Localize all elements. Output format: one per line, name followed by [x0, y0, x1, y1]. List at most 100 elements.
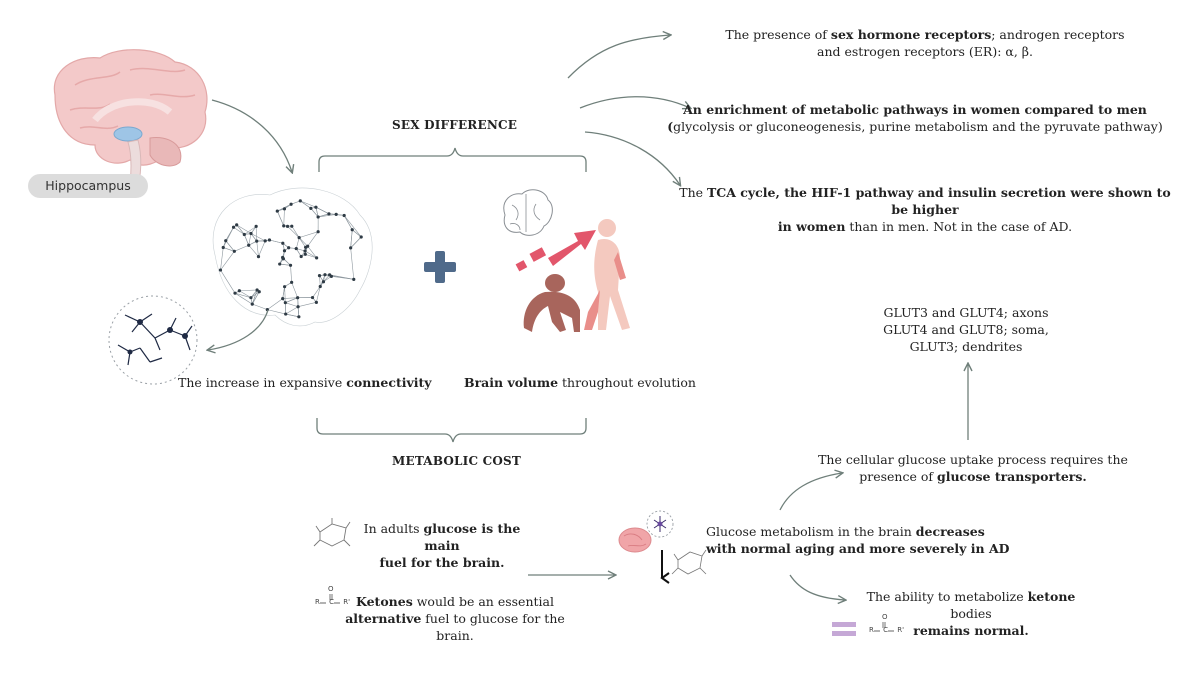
network-edge	[267, 298, 283, 310]
arrow-network-to-neurons	[208, 309, 269, 350]
network-node	[237, 289, 241, 293]
arrow-to-enrichment	[579, 96, 690, 108]
network-edge	[236, 224, 245, 235]
ketone-ability-line2: remains normal.	[913, 623, 1029, 638]
network-node	[303, 249, 307, 253]
network-edge	[248, 245, 259, 257]
hippocampus-label: Hippocampus	[28, 174, 148, 198]
network-edge	[269, 239, 283, 244]
network-node	[315, 256, 319, 260]
ketone-o-right: O	[882, 613, 888, 621]
ketone-ability-bold: ketone	[1027, 589, 1076, 604]
arrow-to-uptake	[779, 473, 842, 511]
network-edge	[223, 247, 235, 252]
uptake-line1: The cellular glucose uptake process requ…	[818, 452, 1128, 467]
network-edge	[304, 250, 317, 259]
network-node	[287, 246, 291, 250]
tca-bold2: in women	[777, 219, 846, 234]
tca-text: The TCA cycle, the HIF-1 pathway and ins…	[670, 184, 1180, 235]
network-node	[296, 296, 300, 300]
network-node	[359, 235, 363, 239]
network-node	[314, 205, 318, 209]
network-node	[255, 288, 259, 292]
network-node	[221, 245, 225, 250]
network-node	[247, 243, 251, 247]
sex-hormone-bold: sex hormone receptors	[830, 27, 992, 42]
ketone-c: C	[329, 598, 334, 606]
tca-post: than in men. Not in the case of AD.	[845, 219, 1073, 234]
glucose-main-bold: glucose is the main	[423, 521, 521, 553]
sex-difference-heading: SEX DIFFERENCE	[392, 118, 518, 132]
network-node	[290, 280, 294, 284]
network-edge	[239, 289, 258, 292]
network-node	[317, 274, 322, 278]
network-node	[290, 224, 294, 228]
network-edge	[234, 244, 249, 252]
network-edge	[250, 233, 266, 242]
brain-sagittal-icon	[53, 49, 208, 196]
network-node	[267, 238, 272, 242]
enrichment-paren: (	[667, 119, 674, 134]
network-node	[282, 224, 286, 228]
network-node	[278, 262, 282, 266]
enrichment-text: An enrichment of metabolic pathways in w…	[640, 101, 1190, 135]
ketone-r-left: R	[315, 598, 320, 606]
network-node	[349, 246, 353, 250]
network-edge	[225, 240, 235, 252]
network-edge	[312, 286, 321, 298]
network-edge	[220, 247, 224, 271]
network-node	[249, 296, 253, 300]
network-node	[233, 291, 237, 295]
network-edge	[285, 302, 299, 308]
network-edge	[225, 227, 234, 241]
network-edge	[255, 226, 258, 242]
network-node	[321, 280, 326, 284]
network-edge	[287, 226, 300, 238]
network-edge	[267, 309, 286, 315]
ape-icon	[523, 274, 580, 332]
glucose-molecule-icon	[313, 518, 351, 547]
connectivity-caption: The increase in expansive connectivity	[178, 374, 432, 391]
network-node	[282, 249, 287, 253]
ketones-line2-post: fuel to glucose for the brain.	[421, 611, 565, 643]
network-node	[314, 300, 318, 304]
network-edge	[315, 206, 330, 215]
metabolic-cost-heading: METABOLIC COST	[392, 454, 522, 468]
network-node	[254, 224, 258, 229]
network-edge	[252, 291, 260, 305]
glut-line1: GLUT3 and GLUT4; axons	[883, 305, 1049, 320]
brain-volume-post: throughout evolution	[558, 375, 696, 390]
sex-hormone-line2: and estrogen receptors (ER): α, β.	[817, 44, 1033, 59]
bracket-sex-difference	[318, 147, 587, 172]
uptake-text: The cellular glucose uptake process requ…	[808, 451, 1138, 485]
arrow-hippocampus-to-network	[211, 99, 292, 172]
network-node	[255, 239, 259, 243]
arrow-to-tca	[584, 131, 680, 185]
ketone-ability-post: bodies	[950, 606, 992, 621]
ketone-r-right: R'	[343, 598, 351, 606]
network-edge	[282, 286, 285, 299]
connectivity-pre: The increase in expansive	[178, 375, 347, 390]
aging-brain-icon	[618, 510, 674, 553]
network-node	[235, 223, 239, 227]
network-edge	[307, 231, 319, 247]
network-edge	[251, 289, 258, 305]
ketones-text: Ketones would be an essential alternativ…	[330, 593, 580, 644]
network-edge	[290, 200, 301, 205]
ketones-line2-bold: alternative	[345, 611, 422, 626]
network-edge	[283, 208, 285, 226]
network-edge	[284, 286, 286, 303]
network-edge	[318, 214, 337, 218]
network-node	[281, 241, 285, 245]
network-edge	[244, 234, 249, 246]
network-node	[288, 263, 293, 267]
network-node	[296, 305, 300, 309]
network-edge	[315, 207, 319, 218]
network-node	[282, 207, 287, 211]
brain-volume-caption: Brain volume throughout evolution	[464, 374, 696, 391]
network-node	[283, 301, 287, 305]
network-edge	[252, 303, 268, 310]
ketone-r-left-2: R	[869, 626, 874, 634]
network-edge	[305, 254, 317, 259]
